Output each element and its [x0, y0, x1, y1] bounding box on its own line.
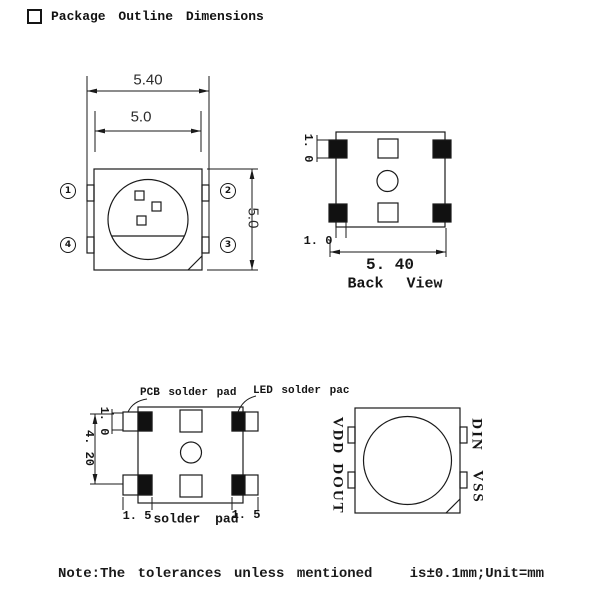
back-thermal-pad-bottom [377, 202, 399, 223]
dim-arrow [87, 88, 97, 94]
solder-pad-top-right-inner [231, 411, 246, 432]
pin-marker-4: 4 [60, 237, 76, 253]
back-pad-top-left [328, 139, 348, 159]
back-dim-pad-height-label: 1. 0 [301, 133, 315, 163]
dim-arrow [330, 249, 340, 255]
dim-arrow [199, 88, 209, 94]
pinout-label-vdd: VDD [329, 416, 346, 456]
dim-arrow [92, 474, 98, 484]
back-pad-top-right [432, 139, 452, 159]
pin-marker-2: 2 [220, 183, 236, 199]
back-view-drawing [316, 131, 452, 257]
dim-arrow [249, 169, 255, 179]
front-dim-body-height-label: 5.0 [244, 207, 262, 229]
solder-center-circle [179, 441, 203, 464]
square-bullet-icon [27, 9, 42, 24]
back-center-circle [376, 169, 399, 193]
pinout-label-din: DIN [468, 418, 485, 452]
led-pad-leader-line [237, 395, 257, 413]
dim-arrow [191, 128, 201, 134]
pinout-body [354, 407, 461, 514]
front-dim-overall [86, 76, 210, 253]
dim-arrow [92, 414, 98, 424]
pinout-lead-din [459, 426, 468, 444]
back-view-caption: Back View [347, 275, 443, 293]
front-pin2-lead [201, 184, 210, 202]
page-title: Package Outline Dimensions [27, 9, 264, 24]
pcb-pad-leader-line [127, 398, 148, 413]
pin-marker-3: 3 [220, 237, 236, 253]
solder-dim-pad-width-right-label: 1. 5 [231, 508, 261, 522]
solder-thermal-pad-top [179, 409, 203, 433]
front-corner-chamfer [187, 255, 203, 271]
back-thermal-pad-top [377, 138, 399, 159]
solder-dim-vertical-pitch [90, 413, 123, 485]
back-dim-pad-width-label: 1. 0 [303, 234, 333, 248]
front-view-drawing [86, 76, 258, 271]
dim-arrow [436, 249, 446, 255]
pinout-label-dout: DOUT [329, 463, 346, 515]
back-dim-overall-width-label: 5. 40 [365, 256, 415, 274]
pin-marker-1: 1 [60, 183, 76, 199]
pinout-lead-dout [347, 471, 356, 489]
pinout-lead-vss [459, 471, 468, 489]
solder-pad-bottom-left-inner [137, 474, 153, 496]
front-dim-body-width [94, 111, 202, 152]
solder-dim-vertical-pitch-label: 4. 20 [82, 429, 96, 467]
page-title-text: Package Outline Dimensions [51, 9, 264, 24]
solder-pad-drawing [90, 395, 259, 510]
back-pad-bottom-right [432, 203, 452, 223]
pcb-solder-pad-label: PCB solder pad [140, 387, 237, 399]
front-led-chip-2 [151, 201, 162, 212]
pinout-corner-chamfer [445, 498, 461, 514]
front-pin1-lead [86, 184, 95, 202]
front-body [93, 168, 203, 271]
front-dim-body-height [207, 168, 258, 271]
front-lens-circle [107, 178, 189, 261]
back-body [335, 131, 446, 228]
front-dim-body-width-label: 5.0 [130, 108, 152, 126]
back-dim-pad-height [316, 135, 329, 162]
tolerance-note: Note:The tolerances unless mentioned is±… [58, 566, 545, 582]
front-led-chip-1 [134, 190, 145, 201]
pinout-lens-circle [362, 415, 453, 506]
solder-body [137, 406, 244, 504]
back-dim-overall [329, 228, 447, 257]
solder-dim-pad-width-left-label: 1. 5 [122, 509, 152, 523]
pinout-label-vss: VSS [469, 470, 486, 504]
back-pad-bottom-left [328, 203, 348, 223]
pinout-lead-vdd [347, 426, 356, 444]
dim-arrow [249, 260, 255, 270]
solder-dim-pad-height [111, 409, 123, 434]
dim-arrow [95, 128, 105, 134]
solder-pad-caption: solder pad [153, 511, 239, 527]
back-dim-pad-width [335, 222, 347, 238]
solder-pad-bottom-right-inner [231, 474, 246, 496]
led-solder-pad-label: LED solder pac [253, 385, 350, 397]
solder-thermal-pad-bottom [179, 474, 203, 498]
solder-pad-top-left-inner [137, 411, 153, 432]
pinout-drawing [347, 407, 468, 514]
front-dim-overall-width-label: 5.40 [133, 71, 163, 89]
front-led-chip-3 [136, 215, 147, 226]
front-pin3-lead [201, 236, 210, 254]
solder-dim-pad-width-left [122, 497, 153, 510]
solder-dim-pad-width-right [231, 497, 259, 510]
front-pin4-lead [86, 236, 95, 254]
solder-dim-pad-height-label: 1. 0 [97, 406, 111, 436]
